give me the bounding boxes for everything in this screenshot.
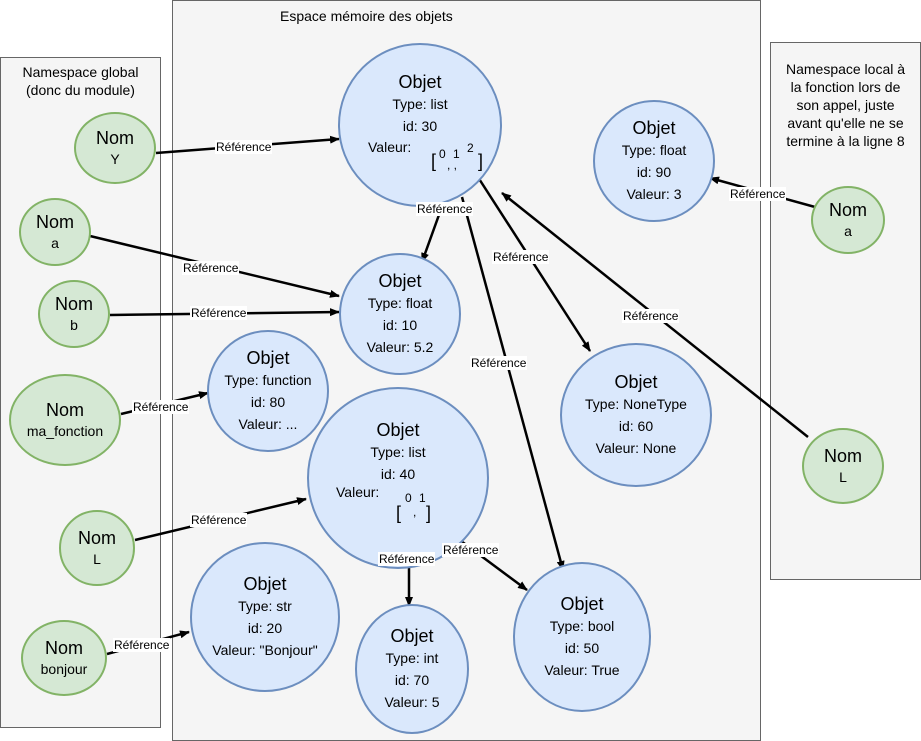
label-list30-2-to-none60: Référence: [492, 250, 550, 264]
object-float-90-id: id: 90: [636, 164, 672, 180]
name-node-local-a-title: Nom: [828, 200, 867, 220]
list30-open-bracket: [: [431, 151, 437, 171]
object-float-10-type: Type: float: [367, 295, 433, 311]
name-node-Y-title: Nom: [95, 128, 134, 148]
object-str-20-id: id: 20: [247, 620, 283, 636]
object-list-30-value: Valeur:: [368, 139, 412, 155]
list30-close-bracket: ]: [478, 151, 484, 171]
list40-open-bracket: [: [396, 503, 402, 523]
label-L-to-list40: Référence: [190, 513, 248, 527]
name-node-Y: Nom Y: [74, 112, 156, 184]
object-list-40-id: id: 40: [380, 466, 416, 482]
name-node-local-L: Nom L: [802, 428, 884, 504]
name-node-local-L-title: Nom: [823, 446, 862, 466]
object-nonetype-60-id: id: 60: [618, 418, 654, 434]
memory-space-title: Espace mémoire des objets: [280, 8, 453, 24]
object-bool-50-type: Type: bool: [549, 618, 615, 634]
object-list-30-type: Type: list: [392, 96, 448, 112]
object-function-80: Objet Type: function id: 80 Valeur: ...: [207, 330, 329, 452]
object-float-10-value: Valeur: 5.2: [366, 339, 434, 355]
name-node-local-a-name: a: [844, 223, 852, 239]
list40-close-bracket: ]: [426, 503, 432, 523]
name-node-ma-fonction-name: ma_fonction: [26, 423, 104, 439]
name-node-ma-fonction: Nom ma_fonction: [9, 374, 121, 466]
label-Y-to-list30: Référence: [215, 140, 273, 154]
object-str-20-title: Objet: [243, 574, 287, 594]
object-bool-50-value: Valeur: True: [544, 662, 620, 678]
object-bool-50-title: Objet: [560, 594, 604, 614]
name-node-bonjour-name: bonjour: [40, 661, 88, 677]
object-list-30: Objet Type: list id: 30: [338, 43, 502, 207]
list40-index-1: 1: [419, 491, 426, 505]
object-int-70-title: Objet: [390, 626, 434, 646]
object-bool-50: Objet Type: bool id: 50 Valeur: True: [513, 562, 651, 712]
object-float-90-value: Valeur: 3: [626, 186, 682, 202]
list30-commas: , ,: [447, 158, 458, 172]
object-function-80-value: Valeur: ...: [238, 416, 298, 432]
label-bonjour-to-str20: Référence: [113, 638, 171, 652]
label-list40-0-to-int70: Référence: [378, 552, 436, 566]
name-node-bonjour: Nom bonjour: [21, 620, 107, 696]
object-list-40: Objet Type: list id: 40: [307, 387, 489, 569]
object-int-70: Objet Type: int id: 70 Valeur: 5: [355, 604, 469, 734]
object-float-90-title: Objet: [632, 118, 676, 138]
name-node-local-a: Nom a: [811, 186, 885, 254]
object-nonetype-60-title: Objet: [614, 372, 658, 392]
object-list-30-id: id: 30: [402, 118, 438, 134]
object-int-70-id: id: 70: [394, 672, 430, 688]
object-list-40-value: Valeur:: [336, 484, 380, 500]
list30-index-0: 0: [439, 147, 446, 161]
object-function-80-title: Objet: [246, 348, 290, 368]
object-list-30-title: Objet: [398, 72, 442, 92]
object-list-40-title: Objet: [376, 420, 420, 440]
label-localL-to-list30: Référence: [622, 309, 680, 323]
global-namespace-title: Namespace global (donc du module): [22, 64, 139, 98]
name-node-L: Nom L: [59, 510, 135, 586]
object-float-10: Objet Type: float id: 10 Valeur: 5.2: [339, 253, 461, 375]
object-int-70-type: Type: int: [385, 650, 439, 666]
object-nonetype-60-value: Valeur: None: [595, 440, 677, 456]
name-node-b-title: Nom: [54, 294, 93, 314]
label-list40-1-to-bool50: Référence: [442, 543, 500, 557]
label-list30-1-to-bool50: Référence: [470, 356, 528, 370]
object-nonetype-60: Objet Type: NoneType id: 60 Valeur: None: [560, 343, 712, 487]
name-node-L-name: L: [93, 551, 101, 567]
object-function-80-type: Type: function: [224, 372, 312, 388]
arrow-list30-1-to-bool50: [460, 196, 565, 571]
list40-commas: ,: [413, 505, 417, 519]
name-node-ma-fonction-title: Nom: [45, 400, 84, 420]
object-int-70-value: Valeur: 5: [384, 694, 440, 710]
label-b-to-float10: Référence: [190, 306, 248, 320]
name-node-Y-name: Y: [110, 151, 120, 167]
label-list30-0-to-float10: Référence: [416, 202, 474, 216]
name-node-a-title: Nom: [35, 212, 74, 232]
object-str-20-type: Type: str: [238, 598, 292, 614]
label-mafonction-to-function80: Référence: [132, 400, 190, 414]
object-float-90-type: Type: float: [621, 142, 687, 158]
label-locala-to-float90: Référence: [729, 187, 787, 201]
object-str-20-value: Valeur: "Bonjour": [212, 642, 318, 658]
name-node-a: Nom a: [19, 198, 91, 266]
list30-index-1: 1: [453, 147, 460, 161]
name-node-b: Nom b: [38, 280, 110, 348]
object-list-40-type: Type: list: [370, 444, 426, 460]
name-node-local-L-name: L: [839, 469, 847, 485]
local-namespace-title: Namespace local à la fonction lors de so…: [785, 61, 906, 149]
object-bool-50-id: id: 50: [564, 640, 600, 656]
object-nonetype-60-type: Type: NoneType: [585, 396, 687, 412]
object-float-10-title: Objet: [378, 271, 422, 291]
name-node-b-name: b: [70, 317, 78, 333]
object-str-20: Objet Type: str id: 20 Valeur: "Bonjour": [190, 542, 340, 692]
name-node-a-name: a: [51, 235, 59, 251]
object-float-90: Objet Type: float id: 90 Valeur: 3: [593, 100, 715, 222]
name-node-L-title: Nom: [77, 528, 116, 548]
name-node-bonjour-title: Nom: [44, 638, 83, 658]
list30-index-2: 2: [467, 141, 474, 155]
object-function-80-id: id: 80: [250, 394, 286, 410]
list40-index-0: 0: [405, 491, 412, 505]
label-a-to-float10: Référence: [182, 261, 240, 275]
object-float-10-id: id: 10: [382, 317, 418, 333]
